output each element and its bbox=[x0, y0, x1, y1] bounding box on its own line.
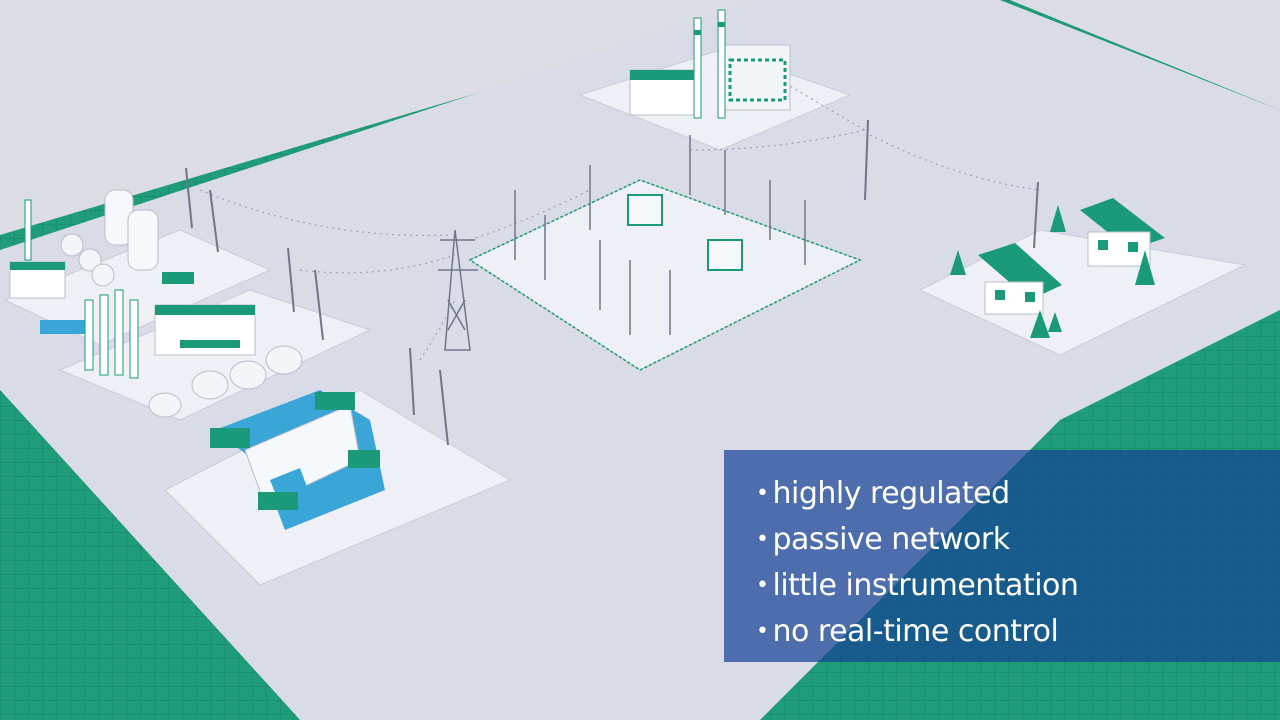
bullet-item: • no real-time control bbox=[756, 610, 1280, 656]
bullet-item: • little instrumentation bbox=[756, 564, 1280, 610]
bullet-marker: • bbox=[756, 573, 769, 598]
transmission-tower bbox=[438, 229, 478, 351]
thermal-plant bbox=[9, 189, 194, 334]
bullet-marker: • bbox=[756, 619, 769, 644]
houses bbox=[950, 198, 1165, 338]
bullet-text: little instrumentation bbox=[772, 568, 1079, 603]
substation bbox=[468, 135, 862, 371]
bullet-text: no real-time control bbox=[772, 614, 1059, 649]
bullet-marker: • bbox=[756, 527, 769, 552]
bullet-item: • highly regulated bbox=[756, 472, 1280, 518]
key-points-list: • highly regulated • passive network • l… bbox=[756, 472, 1280, 656]
hydro-dam bbox=[210, 390, 385, 530]
industrial-plant bbox=[84, 289, 303, 418]
power-lines bbox=[199, 79, 1041, 361]
utility-poles bbox=[185, 119, 1039, 446]
bullet-marker: • bbox=[756, 481, 769, 506]
bullet-text: highly regulated bbox=[772, 476, 1010, 511]
bullet-text: passive network bbox=[772, 522, 1010, 557]
key-points-panel: • highly regulated • passive network • l… bbox=[724, 450, 1280, 662]
power-station bbox=[629, 9, 791, 119]
bullet-item: • passive network bbox=[756, 518, 1280, 564]
